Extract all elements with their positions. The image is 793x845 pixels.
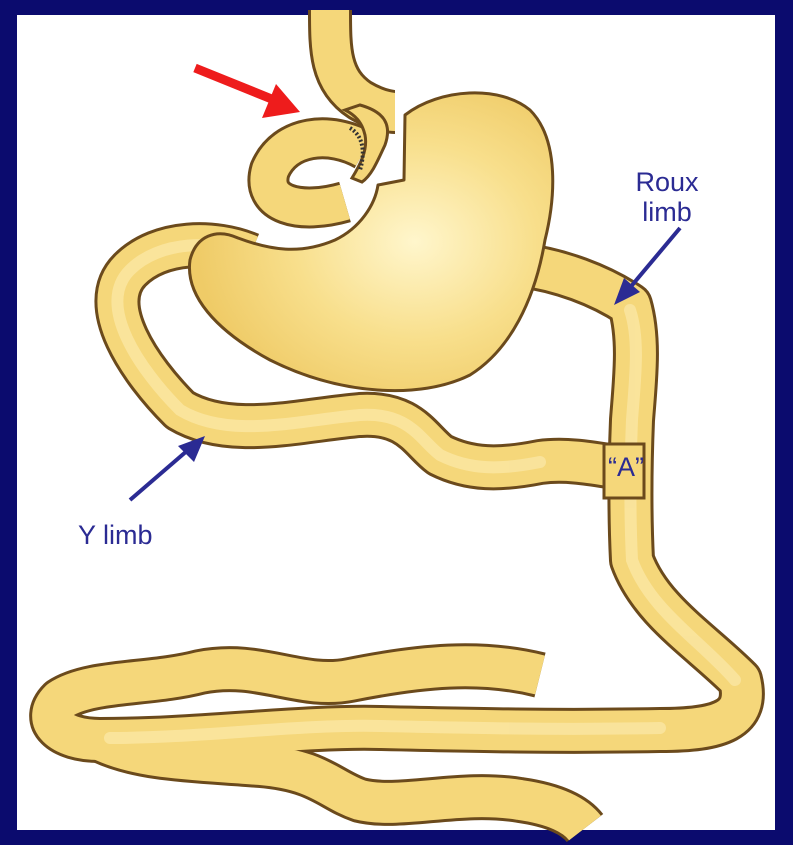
anastomosis-a-label: “A” bbox=[608, 452, 644, 482]
roux-label-line2: limb bbox=[612, 197, 722, 227]
roux-pointer-icon bbox=[628, 228, 680, 290]
roux-label-line1: Roux bbox=[612, 167, 722, 197]
y-pointer-icon bbox=[130, 450, 188, 500]
roux-limb-label: Roux limb bbox=[612, 167, 722, 227]
jejunal-loop bbox=[268, 138, 365, 207]
esophagus bbox=[330, 10, 395, 112]
y-limb-label: Y limb bbox=[78, 520, 153, 550]
